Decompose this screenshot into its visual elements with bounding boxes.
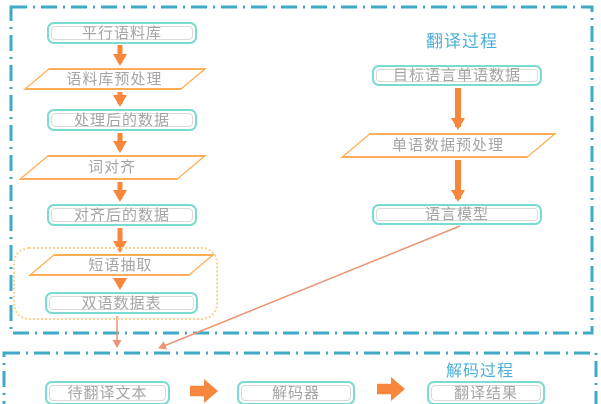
node-label: 双语数据表 [81, 294, 162, 312]
node-label: 短语抽取 [89, 256, 154, 274]
node-processed-data: 处理后的数据 [47, 109, 197, 131]
node-aligned-data: 对齐后的数据 [47, 204, 197, 226]
node-label: 处理后的数据 [73, 111, 170, 129]
node-decoder: 解码器 [237, 381, 355, 404]
node-parallel-corpus: 平行语料库 [47, 22, 197, 44]
node-word-alignment: 词对齐 [18, 155, 207, 180]
node-target-monolingual-data: 目标语言单语数据 [372, 65, 542, 86]
node-label: 语言模型 [424, 206, 489, 223]
node-label: 翻译结果 [453, 384, 518, 402]
node-label: 词对齐 [88, 159, 137, 176]
node-monolingual-preprocessing: 单语数据预处理 [340, 133, 557, 158]
section-title-decoding: 解码过程 [446, 363, 515, 380]
node-label: 对齐后的数据 [73, 206, 170, 224]
node-label: 语料库预处理 [66, 70, 163, 88]
thin-arrow-language-model-to-decoder [158, 225, 461, 350]
node-phrase-extraction: 短语抽取 [27, 254, 216, 276]
node-language-model: 语言模型 [372, 204, 542, 225]
node-label: 解码器 [271, 384, 320, 402]
node-label: 平行语料库 [81, 24, 162, 42]
node-label: 单语数据预处理 [392, 137, 505, 154]
section-title-translation: 翻译过程 [426, 32, 498, 51]
node-label: 目标语言单语数据 [392, 67, 521, 84]
node-corpus-preprocessing: 语料库预处理 [22, 68, 208, 90]
node-text-to-translate: 待翻译文本 [45, 381, 170, 404]
node-translation-result: 翻译结果 [427, 381, 545, 404]
node-bilingual-data-table: 双语数据表 [45, 292, 198, 314]
translation-section-border [9, 5, 594, 335]
phrase-extraction-group [13, 247, 218, 320]
node-label: 待翻译文本 [67, 384, 148, 402]
